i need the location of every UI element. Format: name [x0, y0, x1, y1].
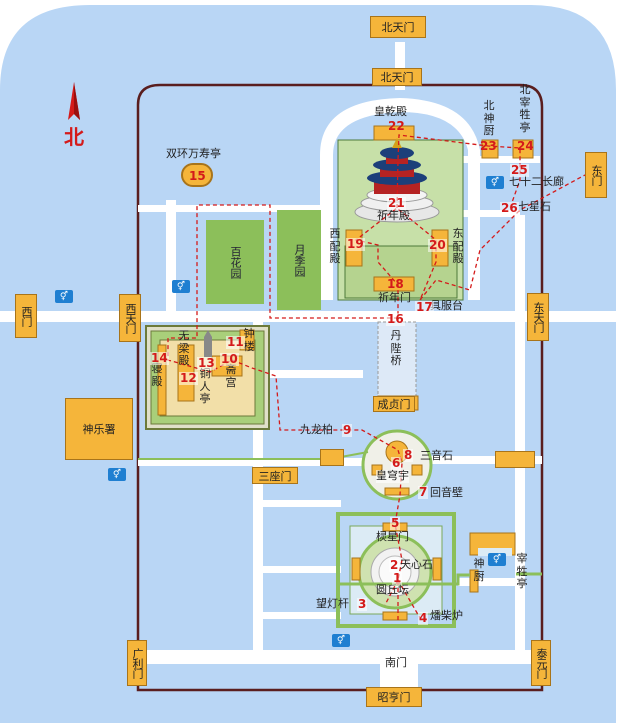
spot-12[interactable]: 12 [179, 371, 198, 385]
lingxingmen-label: 棂星门 [376, 530, 409, 543]
west-gate[interactable]: 西门 [15, 294, 37, 338]
spot-14[interactable]: 14 [150, 351, 169, 365]
xipeidian-label: 西配殿 [329, 227, 341, 266]
east-road-gate [495, 451, 535, 468]
north-label: 北 [64, 125, 84, 149]
spot-19[interactable]: 19 [346, 237, 365, 251]
west-road-gate [320, 449, 344, 466]
spot-24[interactable]: 24 [517, 139, 534, 153]
north-gate[interactable]: 北天门 [370, 16, 426, 38]
yuanqiutan-label: 圆丘坛 [376, 583, 409, 596]
danbiqiao-label: 丹陛桥 [390, 329, 402, 368]
roads [0, 42, 621, 705]
spot-6[interactable]: 6 [391, 456, 402, 470]
huangqian-label: 皇乾殿 [374, 105, 407, 118]
toilet-icon[interactable]: ⚥ [55, 290, 73, 303]
spot-9[interactable]: 9 [342, 423, 353, 437]
north-heaven-gate[interactable]: 北天门 [372, 68, 422, 86]
spot-13[interactable]: 13 [197, 356, 216, 370]
jufutai-label: 具服台 [430, 299, 463, 312]
shenyueshu-building[interactable]: 神乐署 [65, 398, 133, 460]
huangqiongyu-label: 皇穹宇 [376, 469, 409, 483]
spot-17[interactable]: 17 [415, 300, 434, 314]
beishenchu-label: 北神厨 [483, 99, 495, 138]
wuliangdian-label: 无梁殿 [178, 329, 190, 368]
tianxinshi-label: 天心石 [400, 558, 433, 571]
spot-11[interactable]: 11 [226, 335, 245, 349]
spot-23[interactable]: 23 [480, 139, 497, 153]
east-heaven-gate[interactable]: 东天门 [527, 293, 549, 341]
shenchu-label: 神厨 [473, 557, 485, 583]
wangdenggan-label: 望灯杆 [316, 597, 349, 610]
spot-8[interactable]: 8 [403, 448, 414, 462]
west-heaven-gate[interactable]: 西天门 [119, 294, 141, 342]
qinian-label: 祈年殿 [377, 209, 410, 222]
toilet-icon[interactable]: ⚥ [108, 468, 126, 481]
yueji-garden[interactable]: 月季园 [277, 210, 321, 310]
spot-15[interactable]: 15 [189, 169, 206, 183]
qinianmen-label: 祈年门 [378, 291, 411, 304]
spot-1[interactable]: 1 [392, 571, 403, 585]
south-gate-label: 南门 [385, 656, 407, 669]
chengzhen-gate[interactable]: 成贞门 [373, 396, 415, 412]
spot-25[interactable]: 25 [510, 163, 529, 177]
shuanghuan-label: 双环万寿亭 [166, 147, 221, 160]
tongrenting-label: 铜人亭 [199, 367, 211, 406]
baihua-garden[interactable]: 百花园 [206, 220, 264, 304]
spot-16[interactable]: 16 [386, 312, 405, 326]
zhaigong-label: 斋宫 [225, 363, 237, 389]
spot-5[interactable]: 5 [390, 516, 401, 530]
jiulongbai-label: 九龙柏 [300, 423, 333, 436]
east-gate[interactable]: 东门 [585, 152, 607, 198]
qindian-label: 寝殿 [151, 362, 163, 388]
qichanglang-label: 七十二长廊 [509, 175, 564, 188]
huiyinbi-label: 回音壁 [430, 486, 463, 499]
zaishengting-label: 宰牲亭 [516, 552, 528, 591]
toilet-icon[interactable]: ⚥ [486, 176, 504, 189]
yuanqiu-outer [336, 512, 456, 628]
taiyuan-gate[interactable]: 泰元门 [531, 640, 551, 686]
spot-20[interactable]: 20 [428, 238, 447, 252]
spot-2[interactable]: 2 [389, 558, 400, 572]
dongpeidian-label: 东配殿 [452, 227, 464, 266]
guangli-gate[interactable]: 广利门 [127, 640, 147, 686]
spot-26[interactable]: 26 [500, 201, 519, 215]
spot-21[interactable]: 21 [387, 196, 406, 210]
qinian-hall-icon [354, 138, 440, 223]
zhonglou-label: 钟楼 [243, 327, 255, 353]
spot-18[interactable]: 18 [387, 277, 404, 291]
zhaoheng-gate[interactable]: 昭亨门 [366, 687, 422, 707]
sanzuo-gate[interactable]: 三座门 [252, 467, 298, 484]
beizaisheng-label: 北宰牲亭 [519, 83, 531, 134]
danbi-bridge [377, 321, 417, 401]
liaochailu-label: 燔柴炉 [430, 609, 463, 622]
toilet-icon[interactable]: ⚥ [332, 634, 350, 647]
north-arrow-icon [68, 82, 80, 120]
shuanghuan-pavilion [181, 163, 213, 187]
spot-4[interactable]: 4 [418, 611, 429, 625]
toilet-icon[interactable]: ⚥ [172, 280, 190, 293]
spot-22[interactable]: 22 [388, 119, 405, 133]
spot-3[interactable]: 3 [357, 597, 368, 611]
toilet-icon[interactable]: ⚥ [488, 553, 506, 566]
spot-10[interactable]: 10 [220, 352, 239, 366]
qixingshi-label: 七星石 [518, 200, 551, 213]
spot-7[interactable]: 7 [418, 485, 429, 499]
sanyinshi-label: 三音石 [420, 449, 453, 462]
